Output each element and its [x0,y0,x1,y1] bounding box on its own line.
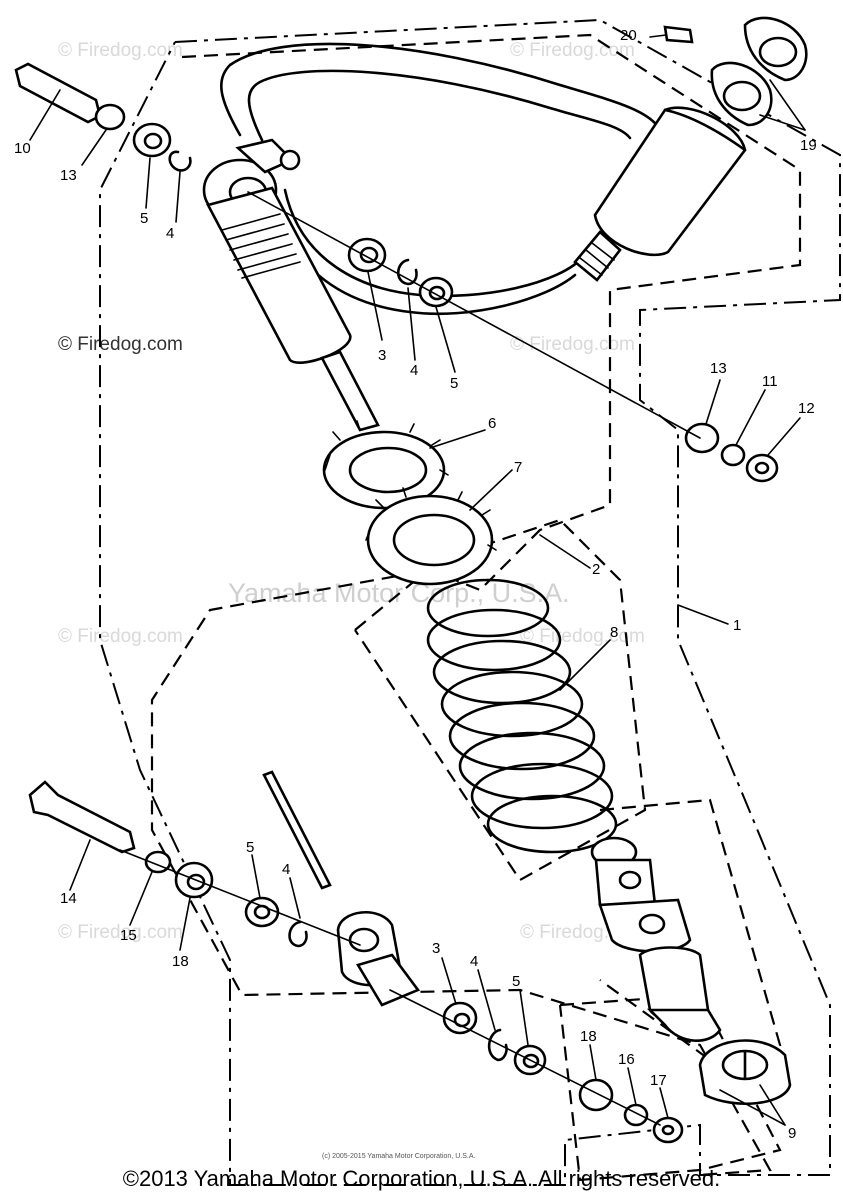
callout-12: 12 [798,400,815,417]
callout-9: 9 [788,1125,796,1142]
callout-3: 3 [432,940,440,957]
callout-15: 15 [120,927,137,944]
callout-10: 10 [14,140,31,157]
circlip-4-lower-left [288,920,308,948]
watermark-firedog: © Firedog.com [510,40,635,61]
upper-oil-seal [132,122,172,158]
callout-5: 5 [512,973,520,990]
watermark-firedog: © Firedog.com [58,40,183,61]
collar-13-right [684,422,720,454]
callout-5: 5 [246,839,254,856]
lower-spring-guide [590,836,722,1042]
watermark-firedog: © Firedog.com [510,334,635,355]
callout-13: 13 [710,360,727,377]
axis-line-upper [247,191,701,439]
upper-hardware [14,62,779,483]
pin-rod [262,770,332,890]
lower-fitting-outline [599,798,782,1062]
lower-bolt [28,780,136,854]
axis-line-lower-left [119,849,361,946]
axis-line-lower-right [389,989,661,1126]
watermark-firedog: © Firedog.com [58,922,183,943]
leader-lines [29,34,806,1126]
callout-4: 4 [410,362,418,379]
nut-12 [745,453,779,483]
lower-hardware [28,770,684,1144]
washer-16 [623,1103,649,1127]
callout-19: 19 [800,137,817,154]
callout-18: 18 [580,1028,597,1045]
watermark-firedog: © Firedog.com [58,626,183,647]
callout-14: 14 [60,890,77,907]
callout-1: 1 [733,617,741,634]
bearing-3-upper [347,237,387,273]
spring-seats [322,420,497,586]
callout-4: 4 [166,225,174,242]
watermark-firedog: © Firedog.com [520,626,645,647]
watermark-small-credit: (c) 2005-2015 Yamaha Motor Corporation, … [322,1153,475,1160]
callout-5: 5 [140,210,148,227]
callout-18: 18 [172,953,189,970]
callout-7: 7 [514,459,522,476]
callout-5: 5 [450,375,458,392]
split-collar [698,1039,792,1105]
callout-16: 16 [618,1051,635,1068]
lock-nut [366,494,494,586]
callout-17: 17 [650,1072,667,1089]
callout-4: 4 [470,953,478,970]
assembly-1-outline [99,18,841,1186]
callout-11: 11 [762,373,778,390]
nut-17 [652,1116,684,1144]
shock-body [202,138,380,432]
reservoir-clamp [663,16,808,127]
callout-20: 20 [620,27,637,44]
washer-11 [720,443,746,467]
collar-18-right [578,1078,614,1112]
callout-3: 3 [378,347,386,364]
callout-13: 13 [60,167,77,184]
clamp-screw [663,25,694,44]
coil-spring [426,578,618,854]
callout-6: 6 [488,415,496,432]
watermark-firedog: © Firedog.com [58,334,183,355]
bearing-3-lower [442,1001,478,1035]
callout-labels: 10 13 5 4 3 4 5 13 11 12 6 7 2 8 1 20 19… [14,27,817,1142]
callout-8: 8 [610,624,618,641]
copyright-notice: ©2013 Yamaha Motor Corporation, U.S.A. A… [122,1166,721,1191]
reservoir-canister [573,106,747,282]
upper-collar [94,103,126,131]
callout-2: 2 [592,561,600,578]
upper-circlip [168,150,192,172]
callout-4: 4 [282,861,290,878]
oil-seal-5-upper [418,276,454,308]
circlip-4-upper [396,258,418,286]
circlip-4-lower-right [487,1028,508,1062]
